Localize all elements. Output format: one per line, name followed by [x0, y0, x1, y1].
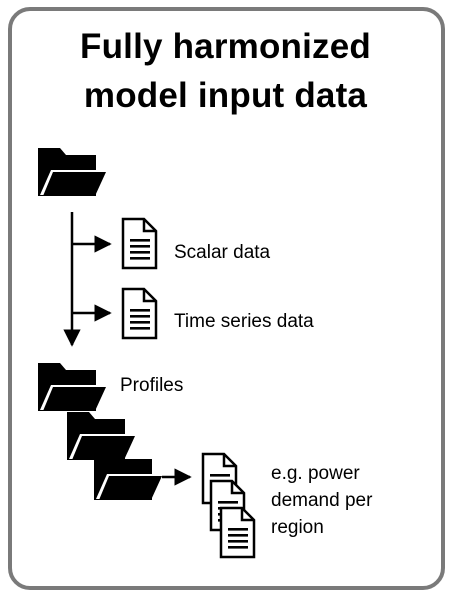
title-line-2: model input data [83, 76, 368, 115]
scalar-data-label: Scalar data [174, 242, 271, 263]
root-folder-icon [38, 148, 106, 196]
profiles-example-line-3: region [271, 517, 324, 538]
profiles-example-line-2: demand per [271, 490, 373, 511]
title-line-1: Fully harmonized [79, 27, 371, 66]
diagram-title: Fully harmonized model input data [0, 22, 451, 120]
profiles-example-label: e.g. power demand per region [271, 460, 372, 541]
timeseries-data-label: Time series data [174, 311, 314, 332]
profiles-folder-icon-1 [38, 363, 106, 411]
profiles-example-line-1: e.g. power [271, 463, 360, 484]
profiles-label: Profiles [120, 375, 184, 396]
profiles-folder-icon-3 [94, 452, 162, 500]
timeseries-data-document-icon [121, 287, 158, 340]
profile-document-icon-3 [219, 506, 256, 559]
scalar-data-document-icon [121, 217, 158, 270]
tree-connector-arrow-icon [63, 212, 112, 347]
